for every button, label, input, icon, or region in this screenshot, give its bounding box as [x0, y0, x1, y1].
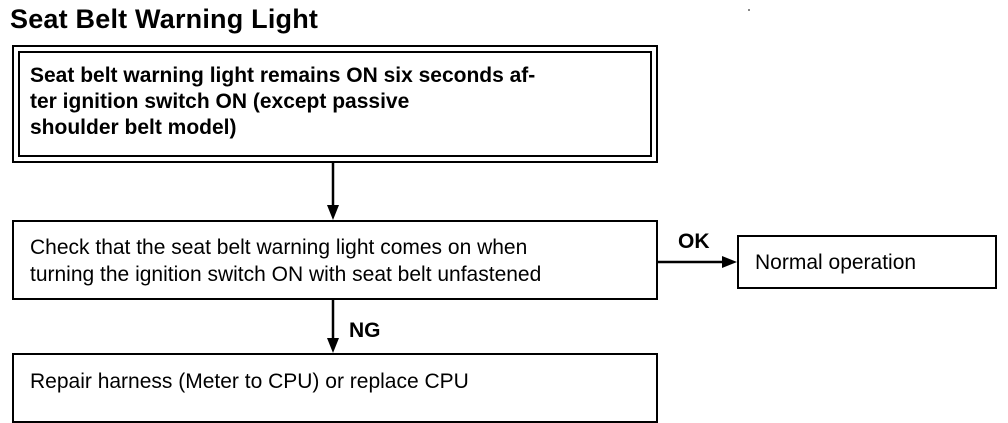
- ok-result-text: Normal operation: [755, 251, 917, 274]
- flow-connectors: [327, 163, 737, 353]
- arrow-check-to-ng: [327, 300, 339, 353]
- ok-result-box: Normal operation: [737, 235, 997, 289]
- check-step-box: Check that the seat belt warning light c…: [12, 220, 658, 300]
- arrow-symptom-to-check: [327, 163, 339, 220]
- check-step-text: Check that the seat belt warning light c…: [30, 236, 542, 286]
- ng-branch-label: NG: [349, 319, 381, 342]
- page-title: Seat Belt Warning Light: [10, 4, 319, 34]
- arrow-check-to-ok: [658, 256, 737, 268]
- scan-speck: [748, 9, 750, 11]
- ng-result-text: Repair harness (Meter to CPU) or replace…: [30, 370, 469, 393]
- ok-branch-label: OK: [678, 230, 710, 253]
- symptom-box-inner-border: [18, 51, 652, 157]
- symptom-box: Seat belt warning light remains ON six s…: [12, 45, 658, 163]
- symptom-text: Seat belt warning light remains ON six s…: [30, 64, 536, 139]
